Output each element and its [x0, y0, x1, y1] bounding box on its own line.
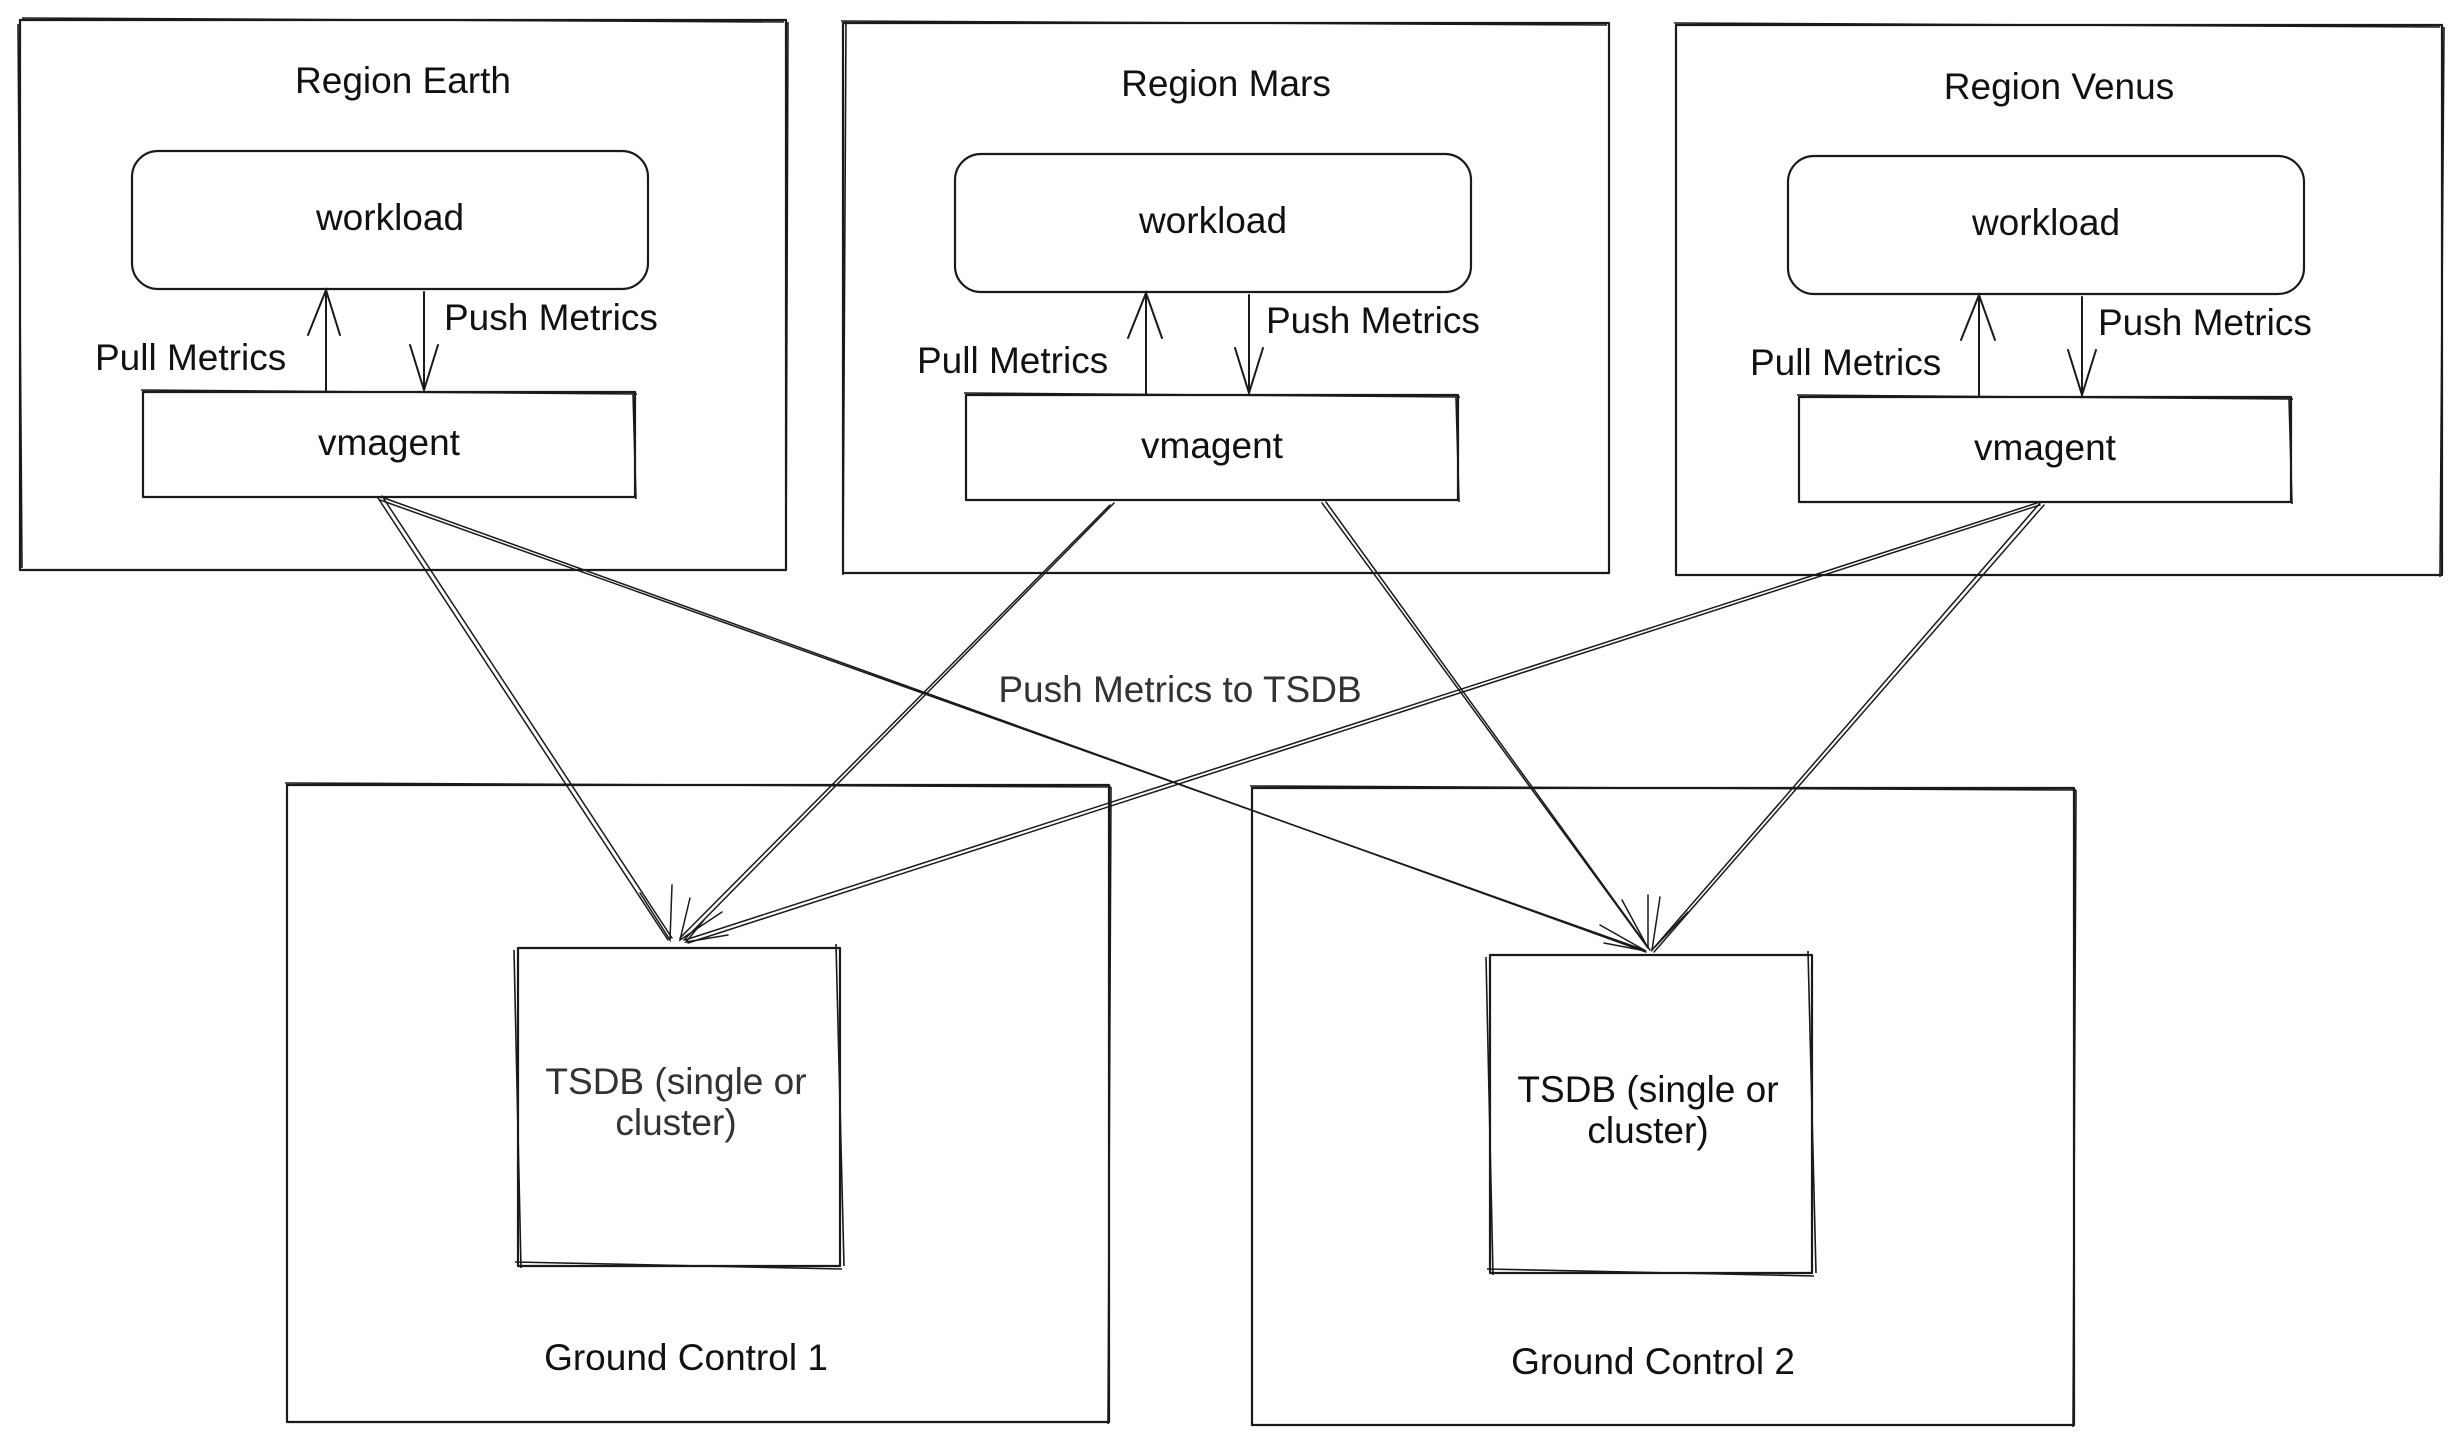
region-venus-title: Region Venus: [1944, 66, 2174, 107]
tsdb-2-label-line2: cluster): [1587, 1110, 1708, 1151]
region-earth-pull-label: Pull Metrics: [95, 337, 286, 378]
ground-control-2-title: Ground Control 2: [1511, 1341, 1795, 1382]
arrow-mars-to-tsdb2: [1321, 502, 1649, 949]
region-earth-workload-box: [130, 149, 650, 291]
tsdb-1-sketch: [513, 943, 845, 1270]
tsdb-2-label-line1: TSDB (single or: [1517, 1069, 1778, 1110]
arrow-venus-to-tsdb2-sketch: [1653, 504, 2045, 953]
ground-control-1-sketch: [284, 782, 1112, 1425]
arrowhead-tsdb2-a: [1599, 924, 1647, 952]
region-mars-sketch: [840, 20, 1608, 576]
arrowhead-tsdb1-a: [639, 884, 673, 943]
arrow-mars-to-tsdb1: [679, 504, 1111, 939]
region-venus-push-arrowhead: [2067, 349, 2097, 399]
arrow-mars-to-tsdb2-sketch: [1325, 501, 1651, 951]
region-earth-push-label: Push Metrics: [444, 297, 658, 338]
arrow-earth-to-tsdb2-sketch: [383, 497, 1647, 953]
arrow-venus-to-tsdb1-sketch: [687, 504, 2041, 944]
push-to-tsdb-label: Push Metrics to TSDB: [998, 669, 1361, 710]
region-earth-sketch: [17, 17, 789, 571]
region-mars-pull-arrowhead: [1127, 290, 1163, 339]
region-earth-title: Region Earth: [295, 60, 511, 101]
tsdb-1-label-line1: TSDB (single or: [545, 1061, 806, 1102]
arrow-venus-to-tsdb2: [1651, 502, 2041, 951]
region-mars-push-arrowhead: [1234, 347, 1264, 397]
push-to-tsdb-arrows: [377, 495, 2045, 953]
arrowhead-tsdb2-b: [1621, 894, 1649, 949]
region-venus-vmagent-sketch: [1796, 394, 2294, 505]
region-earth-vmagent-label: vmagent: [318, 422, 461, 463]
tsdb-2-sketch: [1485, 950, 1817, 1277]
arrow-earth-to-tsdb1: [377, 497, 669, 941]
region-venus-frame: [1674, 23, 2444, 577]
region-venus-pull-arrowhead: [1960, 292, 1996, 341]
region-venus-workload-label: workload: [1971, 202, 2120, 243]
arrowhead-tsdb1-c: [684, 919, 729, 944]
tsdb-1-label-line2: cluster): [615, 1102, 736, 1143]
region-earth-push-arrowhead: [409, 344, 439, 394]
region-mars-pull-label: Pull Metrics: [917, 340, 1108, 381]
arrow-mars-to-tsdb1-sketch: [683, 502, 1115, 941]
region-earth-workload-label: workload: [315, 197, 464, 238]
region-mars-workload-box: [953, 152, 1473, 294]
region-venus-workload-box: [1786, 154, 2306, 296]
arrow-earth-to-tsdb1-sketch: [381, 495, 673, 939]
region-mars-push-label: Push Metrics: [1266, 300, 1480, 341]
region-venus-pull-label: Pull Metrics: [1750, 342, 1941, 383]
region-mars-vmagent-sketch: [963, 392, 1461, 503]
region-mars-vmagent-label: vmagent: [1141, 425, 1284, 466]
region-venus-push-label: Push Metrics: [2098, 302, 2312, 343]
region-earth-frame: [18, 18, 788, 572]
region-venus-sketch: [1673, 22, 2445, 578]
region-mars-title: Region Mars: [1121, 63, 1331, 104]
region-mars: Region Mars workload vmagent Pull Metric…: [840, 20, 1611, 576]
region-mars-frame: [841, 21, 1611, 575]
region-venus: Region Venus workload vmagent Pull Metri…: [1673, 22, 2445, 578]
ground-control-1-title: Ground Control 1: [544, 1337, 828, 1378]
ground-control-2: TSDB (single or cluster) Ground Control …: [1249, 785, 2077, 1428]
region-earth: Region Earth workload vmagent Pull Metri…: [17, 17, 789, 572]
arrowhead-tsdb2-c: [1650, 896, 1689, 953]
region-earth-vmagent-sketch: [140, 389, 638, 500]
ground-control-2-sketch: [1249, 785, 2077, 1428]
arrowhead-tsdb1-b: [678, 897, 723, 942]
region-venus-vmagent-label: vmagent: [1974, 427, 2117, 468]
region-mars-workload-label: workload: [1138, 200, 1287, 241]
ground-control-1: TSDB (single or cluster) Ground Control …: [284, 782, 1112, 1425]
region-earth-pull-arrowhead: [307, 287, 341, 336]
arrow-venus-to-tsdb1: [684, 502, 2038, 941]
